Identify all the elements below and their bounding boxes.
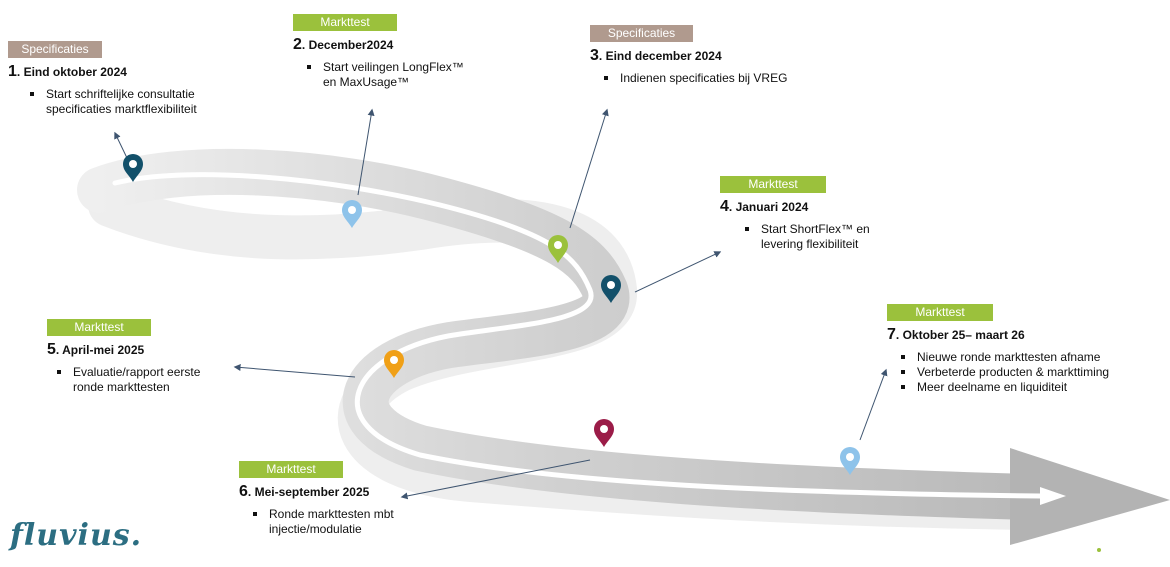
map-pin-icon-7 — [840, 447, 860, 475]
milestone-3-date: . Eind december 2024 — [598, 49, 722, 63]
milestone-4-date: . Januari 2024 — [728, 200, 809, 214]
milestone-7-tag: Markttest — [887, 304, 993, 321]
milestone-7-bullet: Verbeterde producten & markttiming — [901, 365, 1147, 380]
milestone-1: Specificaties 1. Eind oktober 2024 Start… — [8, 40, 238, 117]
milestone-2-number: 2 — [293, 36, 302, 53]
connector-7 — [859, 368, 888, 441]
milestone-5-tag: Markttest — [47, 319, 151, 336]
milestone-5-number: 5 — [47, 341, 56, 358]
milestone-5-date: . April-mei 2025 — [55, 343, 145, 357]
connector-3 — [569, 108, 609, 229]
milestone-7-number: 7 — [887, 326, 896, 343]
road-arrow-head — [1010, 448, 1170, 545]
milestone-1-tag: Specificaties — [8, 41, 102, 58]
milestone-3-number: 3 — [590, 47, 599, 64]
map-pin-icon-1 — [123, 154, 143, 182]
milestone-7-date: . Oktober 25– maart 26 — [895, 328, 1025, 342]
milestone-4-title: 4. Januari 2024 — [720, 198, 950, 216]
road-body — [77, 148, 1053, 520]
milestone-4: Markttest 4. Januari 2024 Start ShortFle… — [720, 175, 950, 252]
milestone-4-tag: Markttest — [720, 176, 826, 193]
milestone-7-title: 7. Oktober 25– maart 26 — [887, 326, 1147, 344]
milestone-6-tag: Markttest — [239, 461, 343, 478]
accent-dot — [1097, 548, 1101, 552]
milestone-3: Specificaties 3. Eind december 2024 Indi… — [590, 24, 850, 86]
milestone-6-date: . Mei-september 2025 — [247, 485, 370, 499]
milestone-6-title: 6. Mei-september 2025 — [239, 483, 469, 501]
connector-6 — [400, 459, 591, 500]
milestone-1-number: 1 — [8, 63, 17, 80]
milestone-3-tag: Specificaties — [590, 25, 693, 42]
road-center-line — [112, 172, 1043, 499]
milestone-2-date: . December2024 — [301, 38, 394, 52]
road-line-arrow — [1040, 487, 1066, 505]
milestone-7-bullet: Meer deelname en liquiditeit — [901, 380, 1147, 395]
milestone-5-title: 5. April-mei 2025 — [47, 341, 277, 359]
map-pin-icon-2 — [342, 200, 362, 228]
connector-2 — [357, 108, 375, 196]
milestone-4-number: 4 — [720, 198, 729, 215]
milestone-7-bullet: Nieuwe ronde markttesten afname — [901, 350, 1147, 365]
milestone-2-tag: Markttest — [293, 14, 397, 31]
milestone-3-title: 3. Eind december 2024 — [590, 47, 850, 65]
milestone-7: Markttest 7. Oktober 25– maart 26 Nieuwe… — [887, 303, 1147, 395]
milestone-3-bullet: Indienen specificaties bij VREG — [604, 71, 850, 86]
map-pin-icon-5 — [384, 350, 404, 378]
milestone-2: Markttest 2. December2024 Start veilinge… — [293, 13, 523, 90]
milestone-6: Markttest 6. Mei-september 2025 Ronde ma… — [239, 460, 469, 537]
milestone-1-date: . Eind oktober 2024 — [16, 65, 127, 79]
milestone-1-title: 1. Eind oktober 2024 — [8, 63, 238, 81]
fluvius-logo: fluvius. — [10, 518, 143, 553]
milestone-5: Markttest 5. April-mei 2025 Evaluatie/ra… — [47, 318, 277, 395]
milestone-6-number: 6 — [239, 483, 248, 500]
milestone-2-title: 2. December2024 — [293, 36, 523, 54]
connector-4 — [634, 251, 722, 293]
map-pin-icon-4 — [601, 275, 621, 303]
map-pin-icon-6 — [594, 419, 614, 447]
map-pin-icon-3 — [548, 235, 568, 263]
connector-5 — [233, 363, 356, 378]
connector-1 — [114, 131, 128, 159]
